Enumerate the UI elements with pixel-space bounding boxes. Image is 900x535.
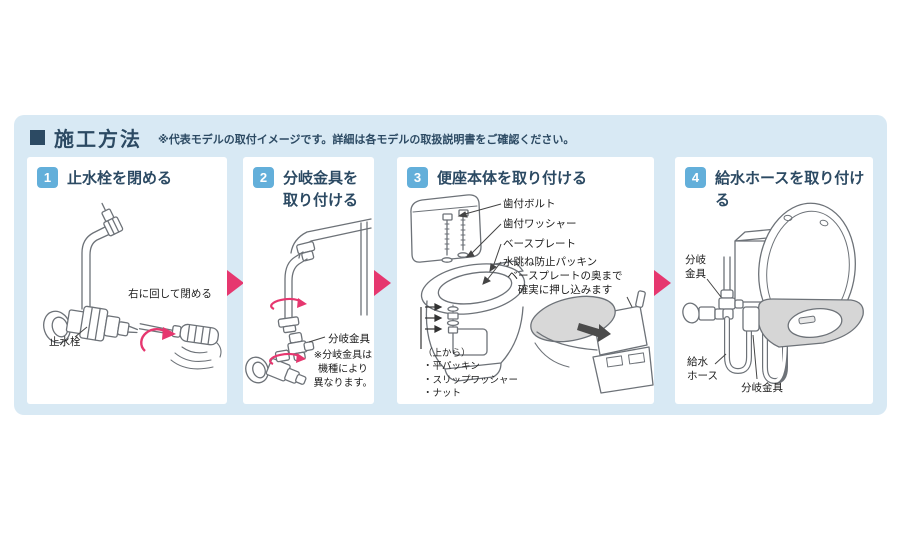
step3-push-note-label: ベースプレートの奥まで 確実に押し込みます	[507, 270, 623, 297]
step4-fitting-top-label: 分岐 金具	[685, 254, 706, 281]
step4-title: 給水ホースを取り付ける	[715, 170, 865, 209]
step3-baseplate-label: ベースプレート	[503, 238, 576, 250]
step1-valve-label: 止水栓	[49, 336, 81, 348]
step4-number-badge: 4	[685, 167, 706, 188]
step-arrow-1-icon	[227, 270, 244, 296]
step2-fitting-label: 分岐金具	[328, 333, 370, 345]
step1-turn-note-label: 右に回して閉める	[128, 288, 212, 300]
step4-fitting-bottom-label: 分岐金具	[741, 382, 783, 394]
step4-hose-label: 給水 ホース	[687, 356, 718, 383]
stop-valve-drawing	[43, 202, 222, 370]
installation-method-panel: 施工方法 ※代表モデルの取付イメージです。詳細は各モデルの取扱説明書をご確認くだ…	[14, 115, 887, 415]
step-arrow-2-icon	[374, 270, 391, 296]
section-bullet-icon	[30, 129, 45, 145]
step3-illustration: 歯付ボルト 歯付ワッシャー ベースプレート 水跳ね防止パッキン ベースプレートの…	[397, 157, 654, 404]
step3-stack-list-label: （上から） ・平パッキン ・スリップワッシャー ・ナット	[423, 348, 519, 400]
step-arrow-3-icon	[654, 270, 671, 296]
step4-illustration: 分岐 金具 給水 ホース 分岐金具	[675, 157, 873, 404]
section-header: 施工方法 ※代表モデルの取付イメージです。詳細は各モデルの取扱説明書をご確認くだ…	[30, 121, 574, 153]
step2-illustration: 分岐金具 ※分岐金具は 機種により 異なります。	[243, 157, 374, 404]
water-hose-drawing	[682, 202, 864, 385]
section-title: 施工方法	[54, 128, 142, 151]
step2-header: 2 分岐金具を 取り付ける	[253, 167, 358, 212]
toilet-seat-install-drawing	[410, 194, 654, 394]
step3-number-badge: 3	[407, 167, 428, 188]
step1-number-badge: 1	[37, 167, 58, 188]
step3-bolt-label: 歯付ボルト	[503, 198, 556, 210]
step-card-4: 4 給水ホースを取り付ける	[675, 157, 873, 404]
step1-illustration: 右に回して閉める 止水栓	[27, 157, 227, 404]
step2-title: 分岐金具を 取り付ける	[283, 170, 359, 209]
step3-title: 便座本体を取り付ける	[437, 170, 588, 187]
step3-washer-label: 歯付ワッシャー	[503, 218, 577, 230]
step3-packing-label: 水跳ね防止パッキン	[503, 256, 598, 268]
step-card-1: 1 止水栓を閉める	[27, 157, 227, 404]
step2-note-label: ※分岐金具は 機種により 異なります。	[313, 350, 373, 390]
step2-number-badge: 2	[253, 167, 274, 188]
section-note: ※代表モデルの取付イメージです。詳細は各モデルの取扱説明書をご確認ください。	[158, 134, 575, 146]
step1-header: 1 止水栓を閉める	[37, 167, 172, 190]
step3-header: 3 便座本体を取り付ける	[407, 167, 587, 190]
step-card-2: 2 分岐金具を 取り付ける	[243, 157, 374, 404]
step1-title: 止水栓を閉める	[67, 170, 173, 187]
branch-fitting-drawing	[245, 218, 372, 385]
step4-header: 4 給水ホースを取り付ける	[685, 167, 873, 212]
step-card-3: 3 便座本体を取り付ける	[397, 157, 654, 404]
